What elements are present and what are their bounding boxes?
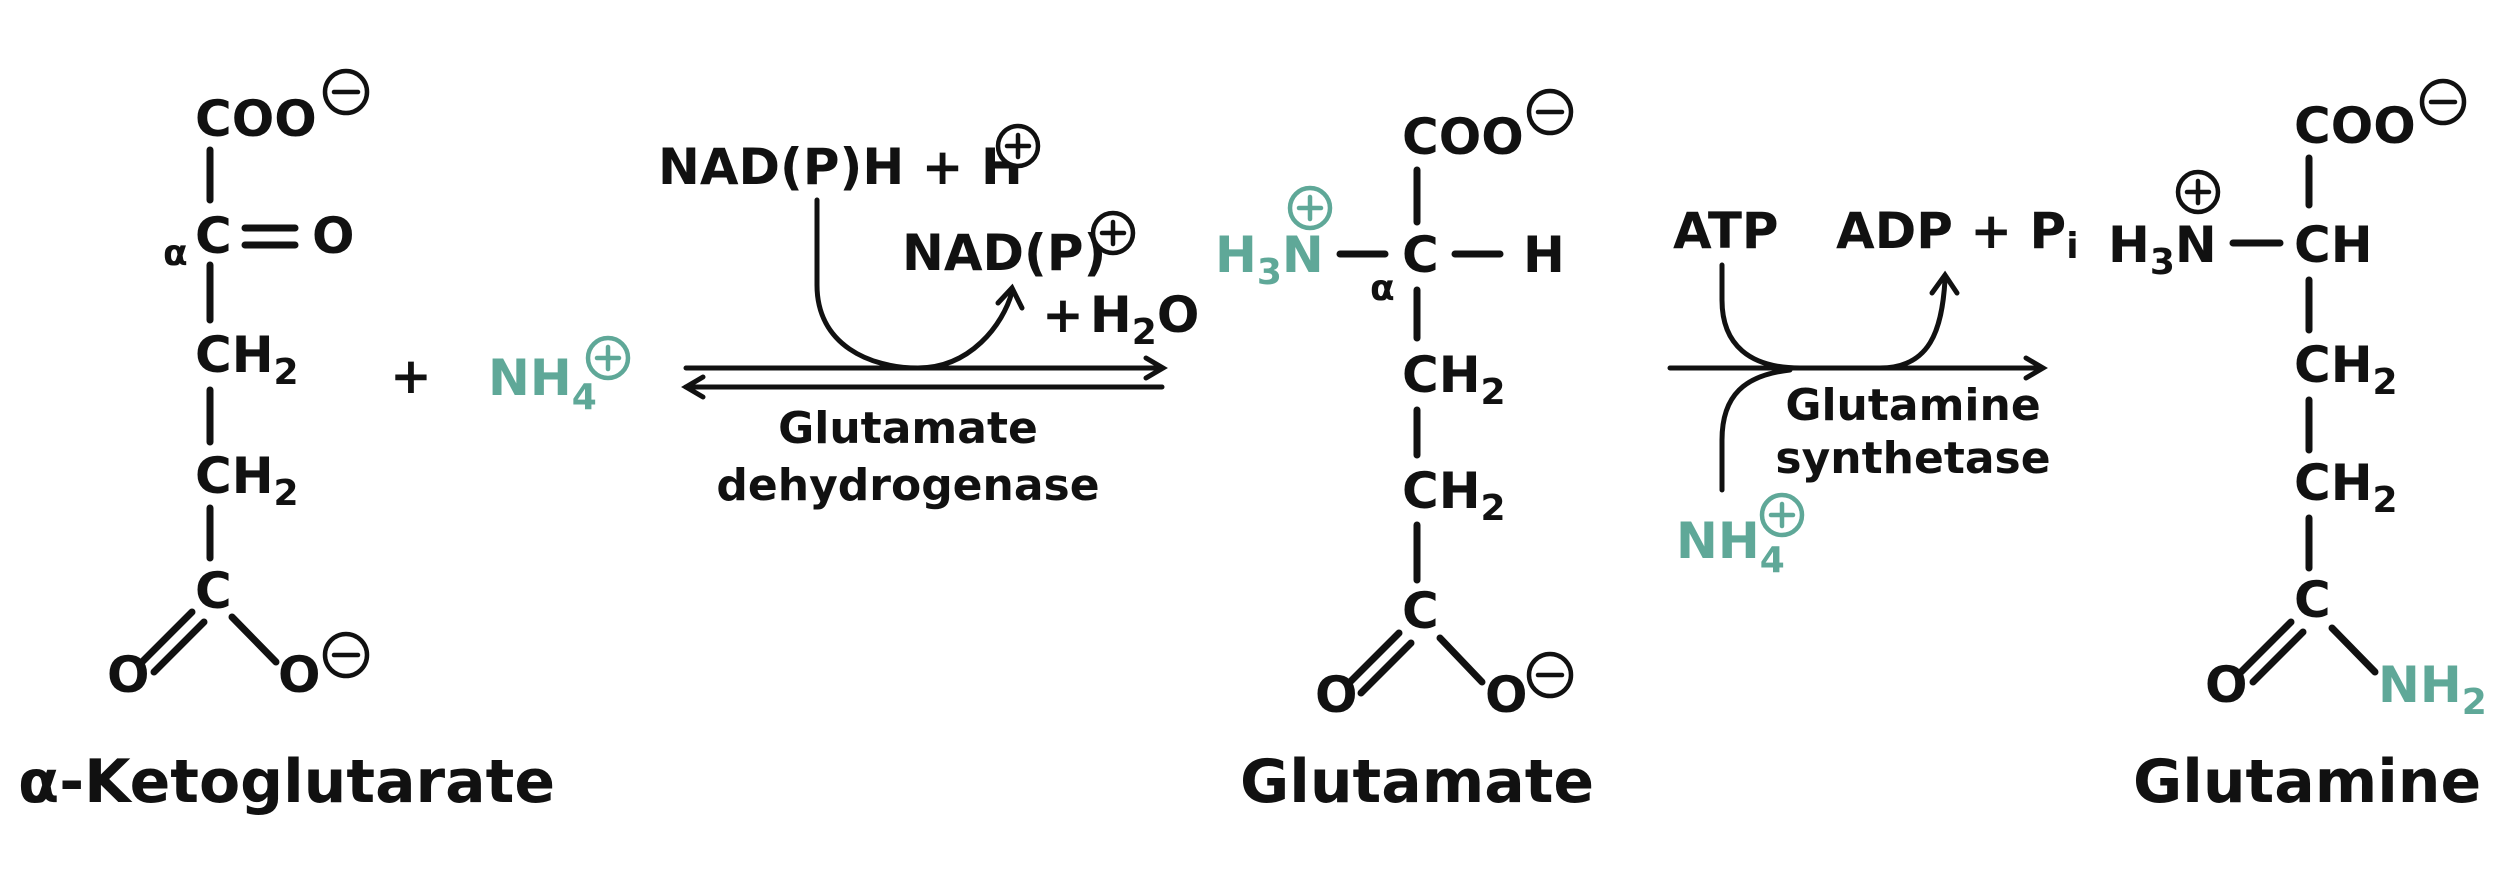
glutamate-ch2-1: CH2 — [1402, 346, 1506, 413]
positive-charge-icon — [995, 123, 1041, 169]
glutamine-amide-nh2: NH2 — [2378, 656, 2487, 723]
glutamate-alpha-carbon: C — [1402, 226, 1439, 284]
adp-pi-products: ADP + Pi — [1836, 202, 2079, 267]
double-bond — [1357, 639, 1415, 697]
positive-charge-icon — [1759, 492, 1805, 538]
nadph-cofactor: NAD(P)H + H — [658, 138, 1023, 196]
ketoglutarate-alpha-label: α — [163, 233, 188, 274]
glutamate-alpha-hydrogen: H — [1523, 226, 1565, 284]
glutamate-carboxyl-top: COO — [1402, 108, 1524, 166]
ketoglutarate-carboxyl-carbon: C — [195, 562, 232, 620]
positive-charge-icon — [585, 335, 631, 381]
positive-charge-icon — [2175, 169, 2221, 215]
bond — [2328, 624, 2379, 676]
glutamine-amide-carbon: C — [2294, 571, 2331, 629]
ketoglutarate-name: α-Ketoglutarate — [18, 747, 555, 817]
glutamine-carboxyl-top: COO — [2294, 97, 2416, 155]
glutamate-oxygen-left: O — [1315, 666, 1358, 724]
glutamine-alpha-ch: CH — [2294, 216, 2373, 274]
gdh-enzyme-label-line2: dehydrogenase — [716, 460, 1099, 511]
negative-charge-icon — [322, 68, 370, 116]
glutamate-amino-group: H3N — [1215, 226, 1324, 293]
ketoglutarate-keto-oxygen: O — [312, 207, 355, 265]
glutamate-dehydrogenase-step: NAD(P)H + H NAD(P) +H2O Glutamate dehydr… — [658, 123, 1199, 511]
curved-arrow-head-icon — [995, 283, 1025, 311]
atp-cofactor: ATP — [1673, 202, 1779, 260]
glutamate-structure: COO H3N α C H CH2 CH2 C O O Glutamate — [1215, 88, 1594, 817]
gdh-enzyme-label-line1: Glutamate — [778, 403, 1038, 454]
negative-charge-icon — [322, 631, 370, 679]
double-bond — [1345, 629, 1403, 687]
bond — [228, 613, 280, 666]
ketoglutarate-ch2-1: CH2 — [195, 326, 299, 393]
glutamine-amide-oxygen: O — [2205, 656, 2248, 714]
glutamate-alpha-label: α — [1370, 268, 1395, 309]
negative-charge-icon — [2419, 78, 2467, 126]
double-bond — [150, 618, 208, 676]
glutamine-ch2-1: CH2 — [2294, 336, 2398, 403]
double-bond — [138, 608, 196, 666]
glutamate-carboxyl-carbon: C — [1402, 582, 1439, 640]
plus-sign: + — [390, 347, 432, 405]
ketoglutarate-alpha-carbon: C — [195, 207, 232, 265]
atp-curved-arrow — [1719, 262, 1948, 371]
glutamate-oxygen-right: O — [1485, 666, 1528, 724]
ketoglutarate-oxygen-left: O — [107, 646, 150, 704]
curved-arrow-head-icon — [1929, 270, 1960, 296]
bond — [1436, 634, 1486, 686]
ketoglutarate-ch2-2: CH2 — [195, 447, 299, 514]
positive-charge-icon — [1287, 185, 1333, 231]
ketoglutarate-structure: COO α C O CH2 CH2 C O O α-Ketoglutarate — [18, 68, 555, 817]
ammonium-reactant: NH4 — [488, 349, 597, 418]
ketoglutarate-oxygen-right: O — [278, 646, 321, 704]
double-bond — [2249, 628, 2307, 686]
gs-enzyme-label-line1: Glutamine — [1785, 380, 2040, 431]
positive-charge-icon — [1090, 210, 1136, 256]
glutamine-structure: COO H3N CH CH2 CH2 C O NH2 Glutamine — [2108, 78, 2487, 817]
ammonium-reactant-2: NH4 — [1676, 512, 1785, 581]
glutamate-ch2-2: CH2 — [1402, 462, 1506, 529]
forward-arrowhead-icon — [2023, 355, 2048, 381]
glutamine-synthetase-step: ATP ADP + Pi NH4 Glutamine synthetase — [1667, 202, 2079, 581]
ammonium-curved-arrow — [1719, 367, 1793, 493]
reverse-arrowhead-icon — [681, 374, 706, 400]
glutamine-amino-group: H3N — [2108, 216, 2217, 283]
nadp-product: NAD(P) — [902, 224, 1106, 282]
gs-enzyme-label-line2: synthetase — [1775, 433, 2050, 484]
negative-charge-icon — [1526, 88, 1574, 136]
glutamine-ch2-2: CH2 — [2294, 454, 2398, 521]
glutamate-name: Glutamate — [1240, 747, 1594, 817]
water-product: +H2O — [1042, 286, 1199, 353]
forward-arrowhead-icon — [1143, 355, 1168, 381]
double-bond — [2237, 618, 2295, 676]
ketoglutarate-carboxyl-top: COO — [195, 90, 317, 148]
glutamine-name: Glutamine — [2133, 747, 2481, 817]
negative-charge-icon — [1526, 651, 1574, 699]
